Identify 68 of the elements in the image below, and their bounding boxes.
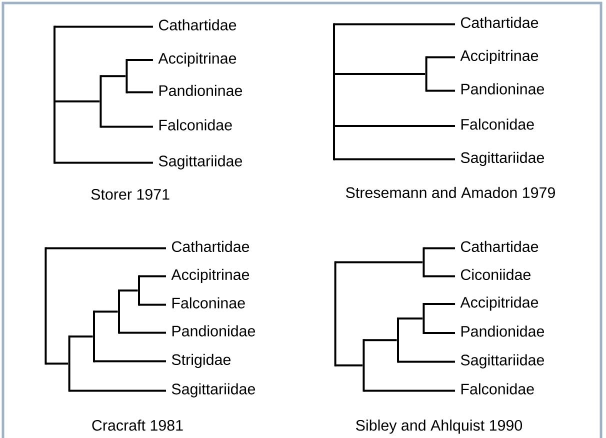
taxon-label: Falconidae (461, 383, 534, 394)
clade-bar (100, 75, 102, 128)
branch-line (426, 56, 455, 58)
clade-bar (422, 247, 425, 278)
branch-line (398, 360, 455, 363)
branch-line (335, 261, 422, 264)
branch-line (364, 339, 397, 342)
branch-line (334, 158, 455, 160)
clade-bar (334, 261, 336, 366)
taxon-label: Sagittariidae (460, 152, 544, 166)
branch-line (398, 318, 422, 320)
branch-line (46, 247, 166, 250)
branch-line (119, 290, 138, 292)
branch-line (126, 91, 153, 94)
branch-line (424, 332, 455, 334)
branch-line (334, 73, 426, 75)
clade-bar (68, 335, 70, 392)
branch-line (119, 332, 166, 334)
clade-bar (44, 247, 47, 365)
clade-bar (362, 339, 365, 392)
taxon-label: Sagittariidae (172, 383, 256, 398)
branch-line (335, 364, 362, 366)
taxon-label: Pandioninae (461, 83, 544, 94)
branch-line (69, 335, 93, 338)
taxon-label: Cathartidae (460, 240, 538, 252)
taxon-label: Accipitridae (460, 296, 538, 311)
clade-bar (425, 56, 428, 92)
taxon-label: Pandionidae (172, 325, 256, 336)
tree-caption: Stresemann and Amadon 1979 (346, 186, 555, 198)
taxon-label: Sagittariidae (460, 354, 544, 368)
taxon-label: Falconidae (159, 119, 232, 130)
clade-bar (422, 303, 425, 334)
taxon-label: Cathartidae (172, 240, 250, 252)
branch-line (94, 360, 166, 362)
branch-line (100, 126, 153, 128)
taxon-label: Ciconiidae (460, 268, 530, 280)
branch-line (139, 304, 166, 306)
taxon-label: Pandionidae (461, 326, 544, 337)
taxon-label: Falconinae (172, 297, 245, 308)
branch-line (54, 100, 100, 102)
branch-line (424, 247, 455, 250)
branch-line (424, 275, 455, 278)
taxon-label: Pandioninae (159, 84, 242, 96)
taxon-label: Accipitrinae (171, 268, 250, 284)
branch-line (424, 303, 455, 305)
branch-line (364, 390, 455, 392)
branch-line (426, 90, 455, 92)
taxon-label: Cathartidae (460, 16, 538, 28)
taxon-label: Falconidae (461, 118, 534, 130)
taxon-label: Cathartidae (158, 19, 236, 30)
branch-line (334, 125, 455, 127)
tree-caption: Cracraft 1981 (92, 420, 183, 431)
taxon-label: Accipitrinae (158, 52, 236, 67)
branch-line (334, 23, 455, 26)
taxon-label: Accipitrinae (460, 50, 538, 64)
branch-line (54, 26, 153, 28)
branch-line (94, 310, 118, 313)
tree-caption: Storer 1971 (91, 188, 170, 200)
clade-bar (126, 59, 128, 94)
branch-line (46, 362, 68, 365)
branch-line (126, 59, 153, 61)
branch-line (69, 390, 166, 392)
branch-line (54, 162, 153, 164)
taxon-label: Sagittariidae (158, 155, 242, 170)
branch-line (100, 75, 126, 78)
taxon-label: Strigidae (172, 354, 230, 368)
branch-line (139, 275, 166, 278)
tree-caption: Sibley and Ahlquist 1990 (356, 420, 522, 434)
